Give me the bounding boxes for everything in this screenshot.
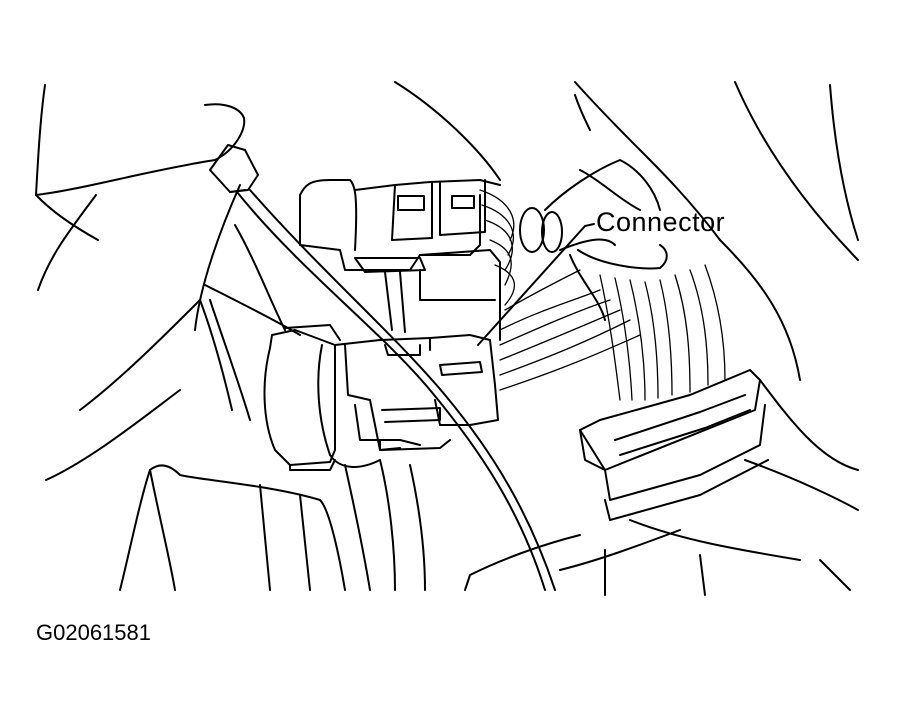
right-connector-housing	[579, 369, 769, 521]
connector-location-illustration	[35, 81, 859, 596]
upper-connector-block	[299, 179, 501, 341]
lower-left-panel	[119, 459, 426, 591]
lower-connector-body	[263, 324, 499, 471]
connector-callout-label: Connector	[596, 207, 726, 237]
figure-id-label: G02061581	[36, 620, 151, 645]
test-probe	[209, 144, 556, 591]
wire-harness	[479, 94, 726, 401]
left-trim-panel	[35, 84, 301, 481]
background-body-lines	[394, 81, 859, 596]
callout-leader-line	[477, 223, 595, 346]
